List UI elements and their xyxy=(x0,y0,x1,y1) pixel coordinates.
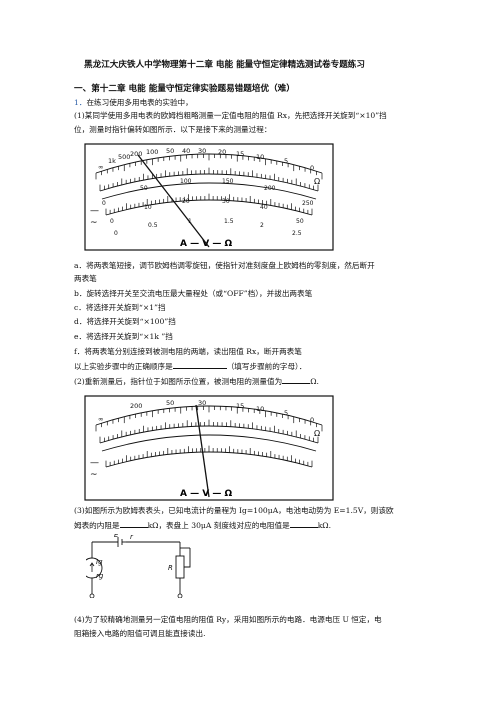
question-intro: 在练习使用多用电表的实验中， xyxy=(86,98,193,107)
order-question-text: 以上实验步骤中的正确顺序是 xyxy=(74,362,173,371)
ohm-scale-label: 30 xyxy=(198,399,206,407)
dc-scale-label: 200 xyxy=(264,185,276,192)
ac-scale-label: 0 xyxy=(110,218,114,225)
option-d: d．将选择开关旋到“×100”挡 xyxy=(74,317,176,326)
dc-scale-label: 250 xyxy=(302,200,314,207)
answer-blank[interactable] xyxy=(119,519,148,528)
dial-label: A — V — Ω xyxy=(180,489,232,499)
part1-line1: (1)某同学使用多用电表的欧姆档粗略测量一定值电阻的阻值 Rx，先把选择开关旋到… xyxy=(74,111,387,120)
low-scale-label: 0.5 xyxy=(148,222,158,229)
question-line: 1．在练习使用多用电表的实验中， xyxy=(74,97,193,108)
multimeter-dial-figure-2: ∞ 200 50 30 15 10 5 0 Ω — ~ A — V — Ω xyxy=(84,395,334,501)
ohm-scale-label: 0 xyxy=(310,416,314,424)
ohm-scale-label: 15 xyxy=(236,402,244,410)
part3-text-b: kΩ，表盘上 30μA 刻度线对应的电阻值是 xyxy=(147,521,290,530)
multimeter-dial-figure-1: ∞ 1k 500 200 100 50 40 30 20 15 10 5 0 Ω… xyxy=(84,143,334,251)
ohmmeter-circuit-figure: E r Ig rg R xyxy=(86,534,191,598)
ohm-scale-label: 10 xyxy=(256,405,264,413)
ac-scale-label: 20 xyxy=(182,198,190,205)
ohm-scale-label: 100 xyxy=(146,148,158,156)
ohm-scale-label: 15 xyxy=(236,150,244,158)
ac-symbol: ~ xyxy=(90,218,98,228)
ohm-scale-label: 5 xyxy=(284,157,288,165)
low-scale-label: 0 xyxy=(114,230,118,237)
option-b: b．旋转选择开关至交流电压最大量程处（或“OFF”档），并拔出两表笔 xyxy=(74,289,313,298)
answer-blank[interactable] xyxy=(172,360,227,369)
ohm-scale-label: 1k xyxy=(108,157,116,165)
ohm-scale-label: 40 xyxy=(182,147,190,155)
part3-text-a: 姆表的内阻是 xyxy=(74,521,120,530)
ohm-scale-label: 500 xyxy=(118,153,130,161)
part2-line: (2)重新测量后，指针位于如图所示位置，被测电阻的测量值为 Ω. xyxy=(74,375,319,387)
ohm-scale-label: 200 xyxy=(130,402,142,410)
dc-symbol: — xyxy=(90,206,99,216)
low-scale-label: 2.5 xyxy=(292,230,302,237)
ac-symbol: ~ xyxy=(90,470,98,480)
ohm-scale-label: 200 xyxy=(130,150,142,158)
order-question: 以上实验步骤中的正确顺序是 （填写步骤前的字母）． xyxy=(74,360,306,372)
document-title: 黑龙江大庆铁人中学物理第十二章 电能 能量守恒定律精选测试卷专题练习 xyxy=(84,60,365,70)
option-a-line2: 两表笔 xyxy=(74,274,97,283)
ac-scale-label: 40 xyxy=(260,204,268,211)
order-question-suffix: （填写步骤前的字母）． xyxy=(226,362,307,371)
question-number: 1． xyxy=(74,98,87,107)
ohm-scale-label: ∞ xyxy=(98,415,103,423)
ohm-symbol: Ω xyxy=(314,177,320,186)
ohm-scale-label: ∞ xyxy=(98,163,103,171)
ohm-scale-label: 20 xyxy=(218,148,226,156)
ohm-symbol: Ω xyxy=(314,429,320,438)
ohm-scale-label: 0 xyxy=(310,164,314,172)
low-scale-label: 1.5 xyxy=(224,218,234,225)
answer-blank[interactable] xyxy=(289,519,318,528)
ig-label: Ig xyxy=(96,558,103,566)
option-f: f．将两表笔分别连接到被测电阻的两端，读出阻值 Rx，断开两表笔 xyxy=(74,347,302,356)
part4-line1: (4)为了较精确地测量另一定值电阻的阻值 Ry，采用如图所示的电路．电源电压 U… xyxy=(74,615,382,624)
ohm-scale-label: 5 xyxy=(284,409,288,417)
dc-scale-label: 100 xyxy=(180,178,192,185)
rheostat-label: R xyxy=(168,564,173,572)
option-c: c．将选择开关旋到“×1”挡 xyxy=(74,303,166,312)
answer-blank[interactable] xyxy=(282,375,311,384)
meter-needle xyxy=(195,404,210,498)
part2-text: (2)重新测量后，指针位于如图所示位置，被测电阻的测量值为 xyxy=(74,377,283,386)
ac-scale-label: 50 xyxy=(296,218,304,225)
part3-line1: (3)如图所示为欧姆表表头，已知电流计的量程为 Ig=100μA，电池电动势为 … xyxy=(74,506,394,515)
part3-text-c: kΩ. xyxy=(317,521,331,530)
ohm-scale-label: 50 xyxy=(166,147,174,155)
ac-scale-label: 30 xyxy=(222,198,230,205)
rg-label: rg xyxy=(96,572,104,580)
part1-line2: 位，测量时指针偏转如图所示．以下是接下来的测量过程： xyxy=(74,125,272,134)
dc-scale-label: 50 xyxy=(140,185,148,192)
ohm-scale-label: 30 xyxy=(198,147,206,155)
section-heading: 一、第十二章 电能 能量守恒定律实验题易错题培优（难） xyxy=(74,84,295,94)
low-scale-label: 2 xyxy=(260,222,264,229)
part2-unit: Ω. xyxy=(310,377,319,386)
emf-label: E xyxy=(114,534,119,539)
ohm-scale-label: 50 xyxy=(166,399,174,407)
option-e: e．将选择开关旋到“×1k ”挡 xyxy=(74,332,173,341)
option-a-line1: a．将两表笔短接，调节欧姆档调零旋钮，使指针对准刻度盘上欧姆档的零刻度，然后断开 xyxy=(74,261,375,270)
dc-scale-label: 150 xyxy=(222,178,234,185)
ohm-scale-label: 10 xyxy=(256,153,264,161)
part3-line2: 姆表的内阻是 kΩ，表盘上 30μA 刻度线对应的电阻值是 kΩ. xyxy=(74,519,331,531)
dc-scale-label: 0 xyxy=(102,200,106,207)
part4-line2: 阻箱接入电路的阻值可调且能直接读出. xyxy=(74,629,206,638)
ac-scale-label: 10 xyxy=(144,204,152,211)
internal-r-label: r xyxy=(130,534,134,541)
dc-symbol: — xyxy=(90,458,99,468)
meter-needle xyxy=(137,154,210,248)
